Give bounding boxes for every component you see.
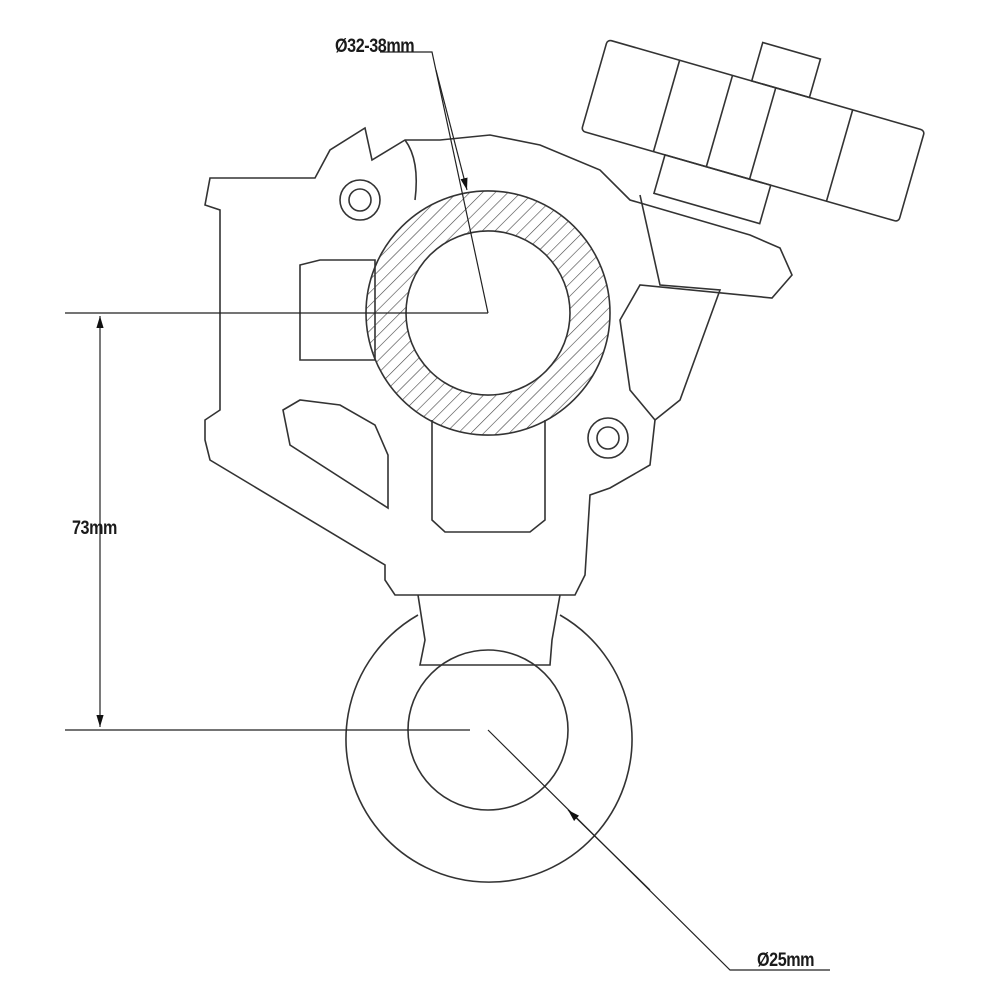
tube-diameter-label: Ø32-38mm bbox=[335, 36, 415, 57]
eye-ring bbox=[345, 614, 633, 883]
clamp-body bbox=[204, 126, 793, 666]
tube-section bbox=[365, 190, 611, 436]
dimension-lines bbox=[65, 51, 830, 971]
tightening-knob bbox=[581, 39, 925, 225]
eye-diameter-label: Ø25mm bbox=[757, 950, 815, 971]
center-distance-label: 73mm bbox=[72, 518, 117, 539]
